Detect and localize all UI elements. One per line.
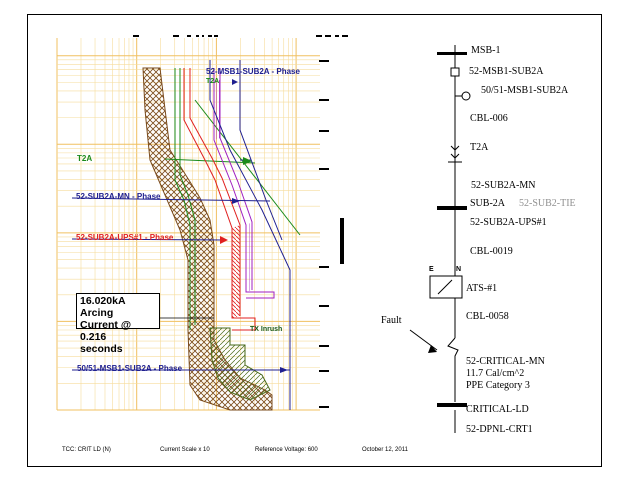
label-tx-inrush: TX Inrush [250, 326, 283, 333]
node-ats: ATS-#1 [466, 283, 498, 294]
footer-scale: Current Scale x 10 [160, 447, 210, 453]
label-sub2a-ups: 52-SUB2A-UPS#1 - Phase [76, 233, 174, 242]
incident-energy: 11.7 Cal/cm^2 [466, 368, 525, 379]
ppe-category: PPE Category 3 [466, 380, 530, 391]
node-cb-mn: 52-SUB2A-MN [471, 180, 536, 191]
node-sub2-tie: 52-SUB2-TIE [519, 198, 576, 209]
node-relay: 50/51-MSB1-SUB2A [481, 85, 569, 96]
label-sub2a-mn: 52-SUB2A-MN - Phase [76, 192, 161, 201]
top-ticks [133, 35, 348, 37]
transformer-symbol [448, 145, 462, 163]
mn-curves [213, 68, 275, 299]
footer-voltage: Reference Voltage: 600 [255, 447, 318, 453]
label-msb1-phase: 52-MSB1-SUB2A - Phase [206, 67, 300, 76]
label-arrows [220, 79, 288, 373]
inrush-area [209, 327, 271, 401]
label-50-51-msb1: 50/51-MSB1-SUB2A - Phase [77, 364, 183, 373]
node-dpnl: 52-DPNL-CRT1 [466, 424, 533, 435]
node-crit-mn: 52-CRITICAL-MN [466, 356, 545, 367]
ats-n-label: N [456, 266, 462, 273]
ups-curves [183, 68, 256, 331]
arcing-line1: 16.020kA Arcing [80, 295, 126, 319]
node-cbl006: CBL-006 [470, 113, 508, 124]
diagram-frame [27, 14, 602, 467]
fault-label: Fault [381, 315, 402, 326]
label-t2a-top: T2A [206, 78, 220, 85]
node-cbl0019: CBL-0019 [470, 246, 513, 257]
ats-e-label: E [429, 266, 434, 273]
node-crit-ld: CRITICAL-LD [466, 404, 529, 415]
node-cbl0058: CBL-0058 [466, 311, 509, 322]
node-t2a: T2A [470, 142, 489, 153]
node-msb1: MSB-1 [471, 45, 501, 56]
arcing-current-box: 16.020kA Arcing Current @ 0.216 seconds [76, 293, 160, 355]
arcing-line2: Current @ 0.216 [80, 319, 132, 343]
footer-tcc: TCC: CRIT LD (N) [62, 447, 111, 453]
node-cb-msb1: 52-MSB1-SUB2A [469, 66, 544, 77]
right-ticks [319, 60, 344, 408]
one-line [409, 45, 471, 433]
msb1-damage-band [142, 67, 273, 411]
label-t2a: T2A [77, 154, 93, 163]
node-sub2a: SUB-2A [470, 198, 506, 209]
arcing-line3: seconds [80, 343, 123, 355]
one-line-bars [428, 52, 467, 407]
node-cb-ups: 52-SUB2A-UPS#1 [470, 217, 547, 228]
t2a-curves [164, 68, 301, 330]
footer-date: October 12, 2011 [362, 447, 408, 453]
